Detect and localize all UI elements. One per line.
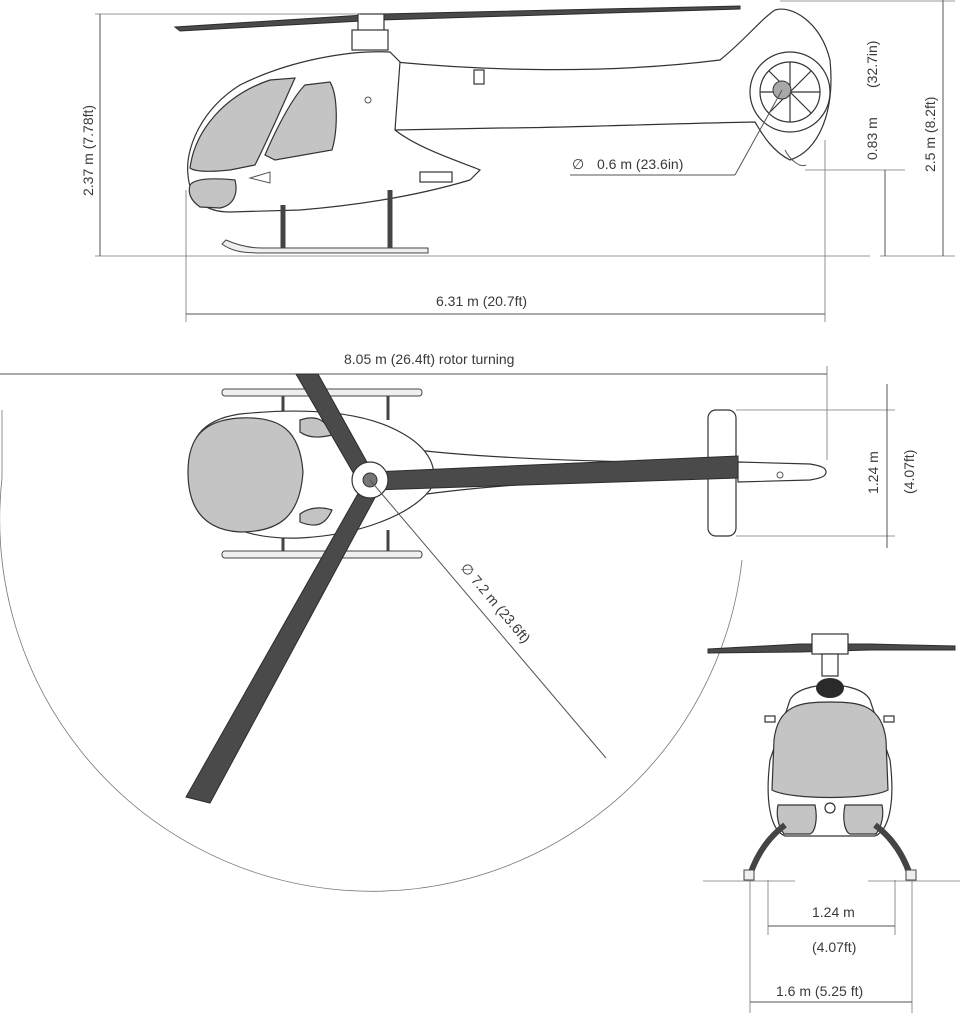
step-left	[764, 715, 776, 723]
diameter-symbol-small: ∅	[572, 156, 584, 172]
side-view: 2.37 m (7.78ft) 6.31 m (20.7ft) ∅ 0.6 m …	[80, 0, 955, 322]
fuel-cap	[364, 96, 372, 104]
total-height-label: 2.5 m (8.2ft)	[922, 97, 938, 172]
tail-light-top	[776, 471, 784, 479]
rotor-diameter-leader	[369, 479, 607, 759]
rotor-diameter-label: ∅ 7.2 m (23.6ft)	[458, 560, 534, 646]
mast-front	[821, 653, 839, 677]
skid-side	[221, 239, 429, 254]
canopy-top	[187, 417, 304, 533]
rotor-head-side	[357, 13, 385, 33]
chin-window-side	[188, 178, 237, 209]
fan-diameter-leader	[734, 89, 783, 176]
mast-fairing-side	[351, 29, 389, 51]
door-handle	[248, 171, 271, 184]
skid-front-left	[743, 869, 755, 881]
height-label: 2.37 m (7.78ft)	[80, 105, 96, 196]
gear-leg-right	[873, 822, 913, 876]
fan-height-imperial: (32.7in)	[864, 41, 880, 88]
skid-outer-label: 1.6 m (5.25 ft)	[776, 983, 863, 999]
side-window-top-lower	[299, 507, 333, 526]
engine-intake-front	[816, 678, 844, 698]
tail-end-top	[737, 461, 827, 483]
length-label: 6.31 m (20.7ft)	[436, 293, 527, 309]
chin-window-left	[776, 804, 817, 835]
front-view: 1.24 m (4.07ft) 1.6 m (5.25 ft)	[703, 633, 960, 1013]
tail-boom-side	[394, 8, 832, 161]
rotor-head-front	[811, 633, 849, 655]
skid-inner-imperial: (4.07ft)	[812, 939, 856, 955]
side-window	[264, 81, 337, 161]
front-light	[824, 802, 836, 814]
rotor-span-label: 8.05 m (26.4ft) rotor turning	[344, 351, 514, 367]
main-rotor-blade-side	[173, 5, 741, 32]
exhaust-stub	[473, 69, 485, 85]
skid-front-right	[905, 869, 917, 881]
windshield-front	[771, 701, 889, 799]
rotor-disk-arc	[0, 477, 743, 892]
tail-skid	[784, 149, 807, 167]
fan-diameter-label: 0.6 m (23.6in)	[597, 156, 683, 172]
top-view: 8.05 m (26.4ft) rotor turning ∅ 7.2 m	[0, 351, 917, 892]
stab-metric: 1.24 m	[865, 451, 881, 494]
chin-window-right	[843, 804, 884, 835]
step-right	[883, 715, 895, 723]
front-windshield-side	[189, 77, 296, 172]
fan-height-metric: 0.83 m	[864, 117, 880, 160]
stab-imperial: (4.07ft)	[901, 450, 917, 494]
engine-cowl-bottom	[419, 171, 453, 183]
gear-leg-left	[747, 822, 787, 876]
skid-inner-metric: 1.24 m	[812, 904, 855, 920]
